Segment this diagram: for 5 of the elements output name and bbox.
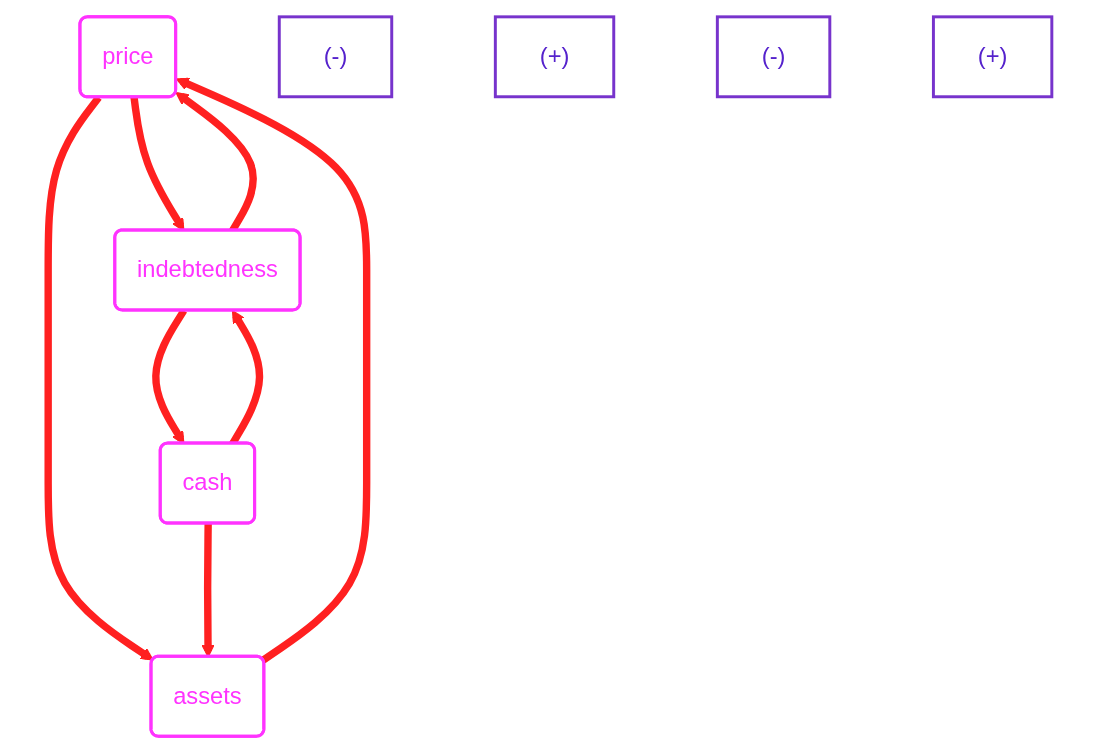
node-box: (+) bbox=[931, 15, 1054, 99]
node-box: (+) bbox=[493, 15, 616, 99]
arrow bbox=[175, 77, 371, 664]
node-box: (-) bbox=[715, 15, 832, 99]
node-box: (-) bbox=[277, 15, 394, 99]
